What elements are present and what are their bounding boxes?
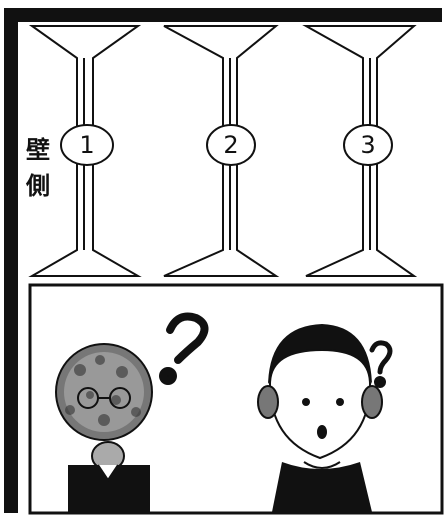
- question-mark-large: [159, 312, 209, 385]
- wall-label-char-1: 壁: [26, 136, 50, 164]
- shelf-number-1: 1: [79, 131, 95, 159]
- question-mark-small: [369, 340, 393, 388]
- shelf-number-3: 3: [360, 131, 376, 159]
- young-man-surprised-icon: [257, 324, 383, 512]
- elderly-man-thinking-icon: [55, 343, 153, 512]
- shelf-number-2: 2: [223, 131, 239, 159]
- wall: [4, 8, 442, 513]
- wall-label-char-2: 側: [26, 172, 50, 200]
- counter-box: [28, 283, 444, 515]
- number-circles: [60, 124, 393, 166]
